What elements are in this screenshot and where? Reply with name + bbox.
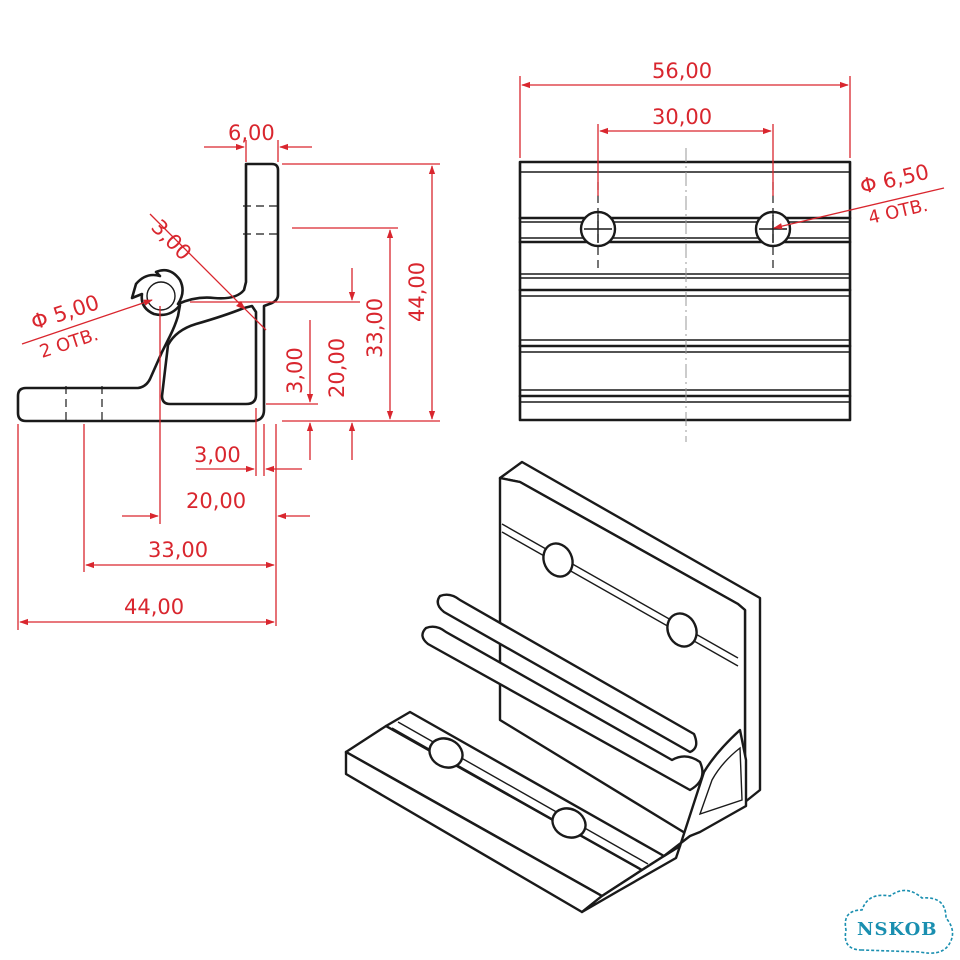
- dim-length-total: 56,00: [652, 59, 712, 83]
- dim-width-33: 33,00: [148, 538, 208, 562]
- dim-hole-spacing: 30,00: [652, 105, 712, 129]
- dim-height-33: 33,00: [363, 298, 387, 358]
- side-view-dimensions: 6,00 3,00 Φ 5,00 2 ОТВ. 44,00 33,00 20,0…: [17, 121, 440, 630]
- dim-height-20: 20,00: [325, 338, 349, 398]
- dim-width-3: 3,00: [194, 443, 241, 467]
- dim-height-3: 3,00: [283, 347, 307, 394]
- bracket-isometric-icon: [344, 460, 762, 914]
- dim-wall-thickness: 6,00: [228, 121, 275, 145]
- top-view: [518, 148, 852, 442]
- dim-hole-count: 4 ОТВ.: [866, 195, 930, 229]
- cloud-icon: [844, 889, 954, 954]
- dim-height-total: 44,00: [405, 262, 429, 322]
- bracket-profile-outline: [16, 162, 280, 423]
- side-view: [16, 162, 280, 424]
- top-view-dimensions: 56,00 30,00 Φ 6,50 4 ОТВ.: [519, 59, 945, 230]
- dim-width-20: 20,00: [186, 489, 246, 513]
- bracket-inner-cavity: [160, 304, 258, 406]
- dim-width-total: 44,00: [124, 595, 184, 619]
- mounting-slot-5mm: [146, 281, 176, 311]
- watermark-text: NSKOB: [857, 919, 938, 940]
- dim-chamfer: 3,00: [146, 215, 196, 265]
- watermark: NSKOB: [844, 889, 954, 954]
